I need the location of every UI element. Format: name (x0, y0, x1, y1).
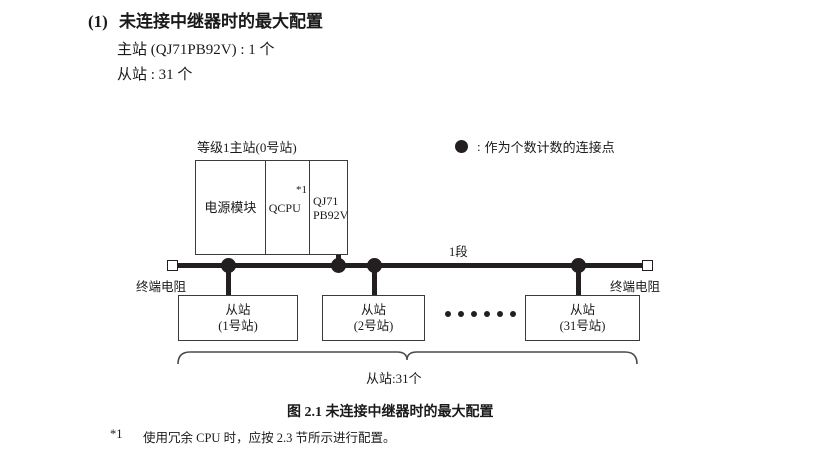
ellipsis-dot (458, 311, 464, 317)
master-rack: 电源模块 QCPU *1 QJ71 PB92V (195, 160, 348, 255)
terminal-resistor-left-label: 终端电阻 (136, 280, 187, 294)
ellipsis-dot (484, 311, 490, 317)
legend-text: 作为个数计数的连接点 (484, 140, 615, 155)
slave-station-box: 从站 (1号站) (178, 295, 298, 341)
ellipsis-dot (510, 311, 516, 317)
slave31-drop-line (576, 266, 581, 296)
connection-point-dot (571, 258, 586, 273)
slave-group-caption: 从站:31个 (366, 371, 422, 386)
filled-circle-icon (455, 140, 468, 153)
network-module-cell: QJ71 PB92V (310, 161, 348, 254)
slave-station-number: (1号站) (218, 319, 258, 333)
legend-colon: : (477, 138, 481, 154)
cpu-module-cell: QCPU *1 (266, 161, 310, 254)
terminal-resistor-left-icon (167, 260, 178, 271)
slave-group-brace (177, 351, 638, 365)
slave2-drop-line (372, 266, 377, 296)
ellipsis-dot (497, 311, 503, 317)
slave-station-box: 从站 (31号站) (525, 295, 640, 341)
slave-name: 从站 (225, 303, 251, 317)
network-module-line1: QJ71 (313, 193, 339, 208)
slave-name: 从站 (360, 303, 386, 317)
master-count-line: 主站 (QJ71PB92V) : 1 个 (117, 42, 275, 58)
footnote-marker: *1 (110, 427, 123, 441)
ellipsis-dot (445, 311, 451, 317)
network-module-label: QJ71 PB92V (313, 194, 348, 222)
cpu-footnote-marker: *1 (296, 184, 307, 196)
ellipsis-dots (445, 311, 516, 317)
page-title: 未连接中继器时的最大配置 (119, 12, 323, 31)
footnote-text: 使用冗余 CPU 时，应按 2.3 节所示进行配置。 (143, 431, 396, 445)
slave1-drop-line (226, 266, 231, 296)
connection-point-dot (221, 258, 236, 273)
cpu-module-label: QCPU (268, 200, 301, 215)
bus-trunk-line (173, 263, 648, 268)
figure-caption: 图 2.1 未连接中继器时的最大配置 (287, 405, 494, 420)
master-station-label: 等级1主站(0号站) (197, 140, 297, 155)
heading-number: (1) (88, 12, 108, 31)
connection-point-dot (367, 258, 382, 273)
ellipsis-dot (471, 311, 477, 317)
terminal-resistor-right-icon (642, 260, 653, 271)
slave-count-line: 从站 : 31 个 (117, 67, 193, 83)
legend: : 作为个数计数的连接点 (455, 137, 615, 156)
slave-station-box: 从站 (2号站) (322, 295, 425, 341)
connection-point-dot (331, 258, 346, 273)
segment-label: 1段 (449, 245, 468, 259)
terminal-resistor-right-label: 终端电阻 (610, 280, 661, 294)
slave-name: 从站 (569, 303, 595, 317)
slave-station-number: (2号站) (353, 319, 394, 333)
power-module-cell: 电源模块 (196, 161, 266, 254)
network-module-line2: PB92V (313, 207, 349, 222)
slave-station-number: (31号站) (559, 319, 606, 333)
